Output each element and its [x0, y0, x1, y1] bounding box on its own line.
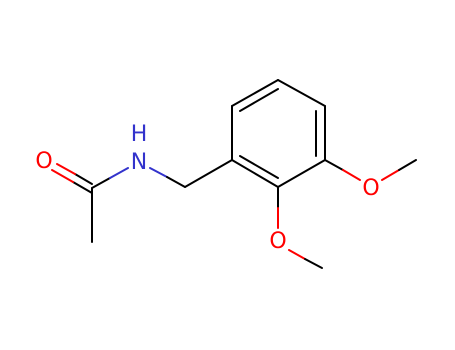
carbonyl-double-bond — [51, 163, 93, 194]
methoxy-3-bonds — [324, 159, 417, 181]
benzene-ring — [231, 79, 326, 188]
methoxy-3-oxygen-label: O — [362, 176, 379, 201]
n-methylene-bond — [149, 167, 186, 188]
methoxy-2-bonds — [277, 186, 323, 269]
amide-nitrogen-label: N — [131, 150, 147, 175]
amide-cn-bond — [91, 167, 129, 189]
methylene-ring-bond — [184, 159, 233, 188]
amide-hydrogen-label: H — [131, 122, 148, 147]
carbonyl-oxygen-label: O — [35, 149, 52, 174]
methoxy-2-oxygen-label: O — [269, 229, 286, 254]
